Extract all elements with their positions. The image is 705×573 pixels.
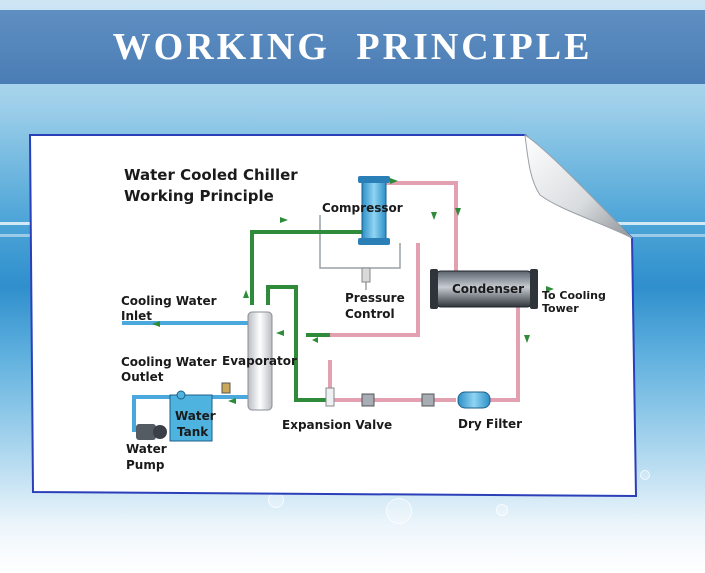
water-pump-label-2: Pump [126,458,165,472]
dry-filter-label: Dry Filter [458,417,522,431]
valve-icon [421,393,435,407]
cooling-water-outlet-label-2: Outlet [121,370,164,384]
condenser [430,269,538,309]
diagram-title-line2: Working Principle [124,187,274,205]
compressor [358,176,390,245]
cooling-water-inlet-label-1: Cooling Water [121,294,217,308]
compressor-label: Compressor [322,201,403,215]
condenser-label: Condenser [452,282,524,296]
to-cooling-tower-label-2: Tower [542,302,579,315]
bubble [640,470,650,480]
valve-icon [221,382,231,394]
cold-refrigerant-line [250,230,362,402]
title-banner: WORKING PRINCIPLE [0,10,705,84]
page-curl [524,133,633,239]
pressure-control-label-2: Control [345,307,395,321]
water-tank [169,390,213,442]
to-cooling-tower-label-1: To Cooling [542,289,606,302]
banner-title: WORKING PRINCIPLE [112,26,593,68]
valve-icon [361,393,375,407]
diagram-title-line1: Water Cooled Chiller [124,166,298,184]
water-tank-label-2: Tank [177,425,209,439]
bubble [496,504,508,516]
evaporator [247,311,273,411]
pressure-control-icon [361,267,371,283]
expansion-valve [325,387,335,407]
pressure-control-label-1: Pressure [345,291,405,305]
dry-filter [457,391,491,409]
cooling-water-inlet-label-2: Inlet [121,309,152,323]
bubble [386,498,412,524]
flow-arrows [152,178,554,404]
water-pump-label-1: Water [126,442,167,456]
water-tank-label-1: Water [175,409,216,423]
evaporator-label: Evaporator [222,354,297,368]
water-pump [136,424,167,440]
expansion-valve-label: Expansion Valve [282,418,392,432]
cooling-water-outlet-label-1: Cooling Water [121,355,217,369]
